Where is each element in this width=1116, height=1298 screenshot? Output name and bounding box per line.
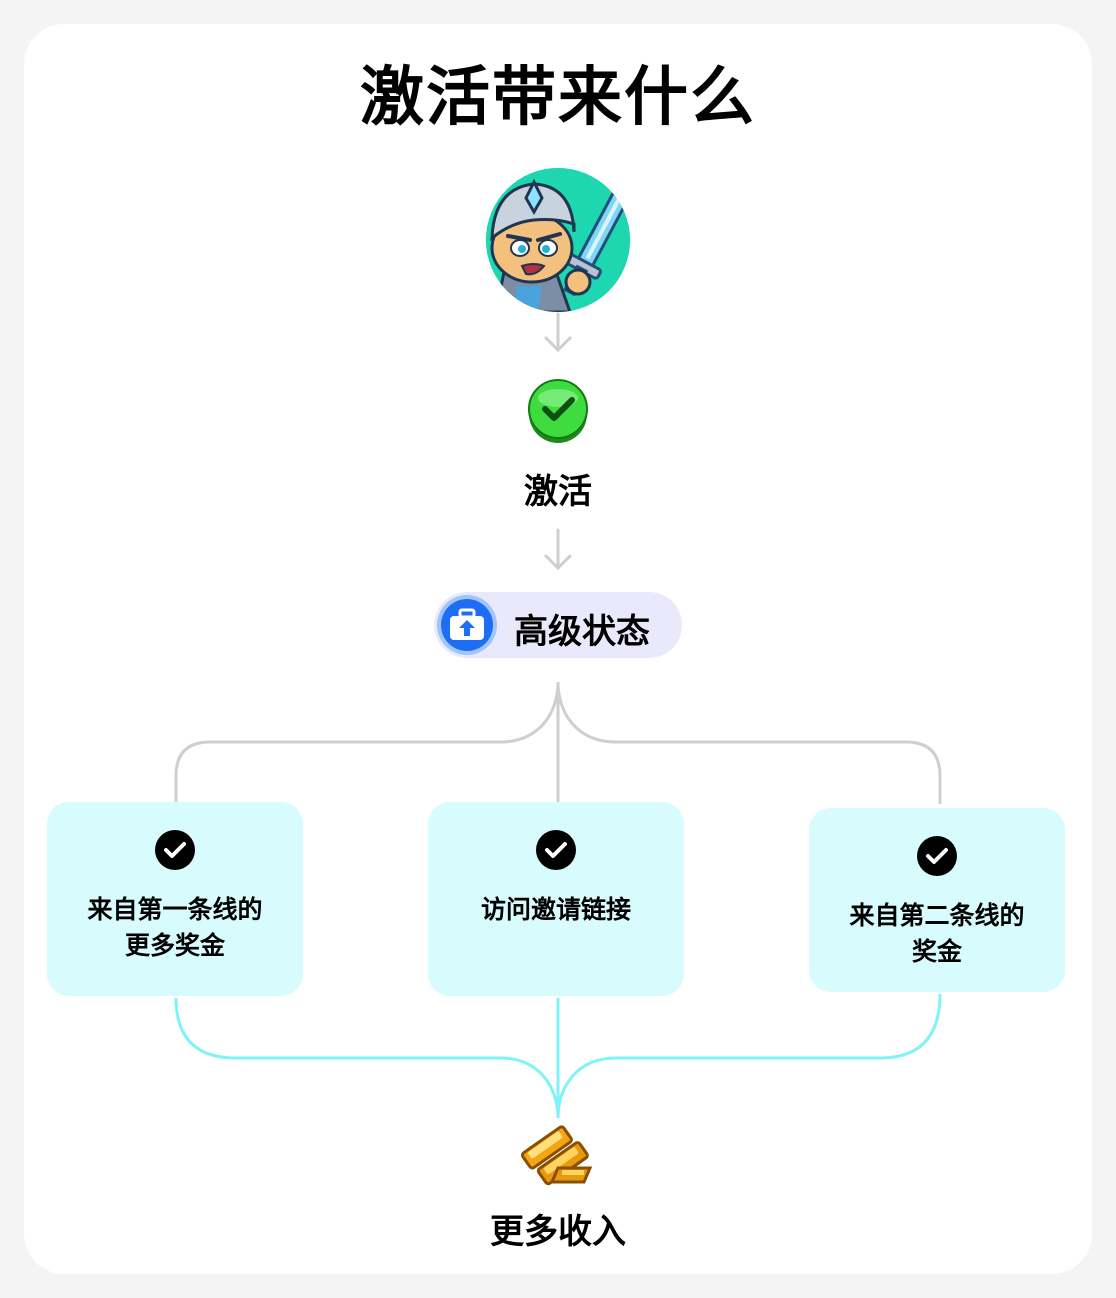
- premium-status-label: 高级状态: [514, 612, 650, 652]
- briefcase-upload-icon: [436, 594, 498, 656]
- benefit-text-line1: 访问邀请链接: [480, 895, 631, 924]
- benefit-box-invite-link: 访问邀请链接: [428, 802, 684, 996]
- black-check-icon: [536, 830, 576, 870]
- arrow-to-activate: [544, 312, 572, 353]
- bottom-branches: [174, 993, 942, 1119]
- black-check-icon: [917, 836, 957, 876]
- arrow-to-status: [544, 528, 572, 571]
- gold-bars-icon: [520, 1118, 596, 1188]
- benefit-text-line2: 更多奖金: [124, 931, 225, 960]
- benefit-text-line1: 来自第一条线的: [87, 895, 263, 924]
- benefit-box-first-line: 来自第一条线的 更多奖金: [47, 802, 303, 996]
- knight-avatar-icon: [486, 168, 630, 312]
- premium-status-pill: 高级状态: [434, 592, 682, 658]
- more-income-label: 更多收入: [490, 1212, 626, 1252]
- benefit-box-second-line: 来自第二条线的 奖金: [809, 808, 1065, 992]
- benefit-text-line1: 来自第二条线的: [849, 901, 1025, 930]
- green-check-icon: [527, 378, 589, 444]
- black-check-icon: [155, 830, 195, 870]
- benefit-text-line2: 奖金: [911, 937, 962, 966]
- page-title: 激活带来什么: [360, 61, 756, 135]
- top-branches: [174, 681, 942, 804]
- activate-label: 激活: [524, 472, 592, 512]
